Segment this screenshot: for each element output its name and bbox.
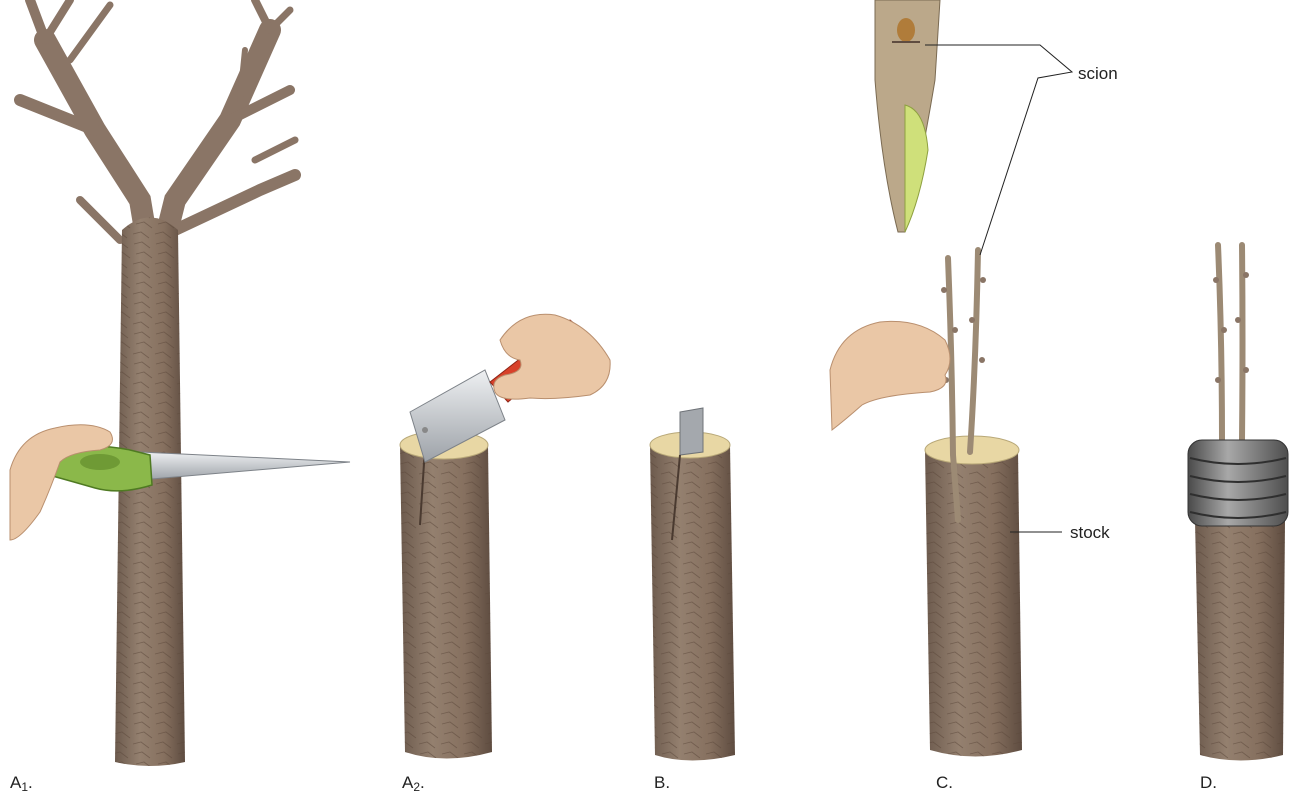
step-label-a1: A1. <box>10 773 33 794</box>
stock-callout-label: stock <box>1070 523 1110 543</box>
scion-detail <box>875 0 940 232</box>
step-a1-illustration <box>10 0 350 766</box>
step-a2-illustration <box>400 314 610 758</box>
wedge <box>680 408 703 455</box>
scion-callout-label: scion <box>1078 64 1118 84</box>
hand-saw <box>35 446 350 491</box>
step-d-letter: D <box>1200 773 1212 792</box>
grafting-wrap <box>1188 440 1288 526</box>
step-d-illustration <box>1188 245 1288 761</box>
step-b-illustration <box>650 408 735 761</box>
step-a1-suffix: . <box>28 773 33 792</box>
step-label-a2: A2. <box>402 773 425 794</box>
scion-twig-d-left <box>1218 245 1222 440</box>
hand-a2 <box>494 314 610 399</box>
step-label-b: B. <box>654 773 670 793</box>
scion-callout-line <box>925 45 1072 255</box>
step-c-illustration <box>830 0 1072 757</box>
step-a2-letter: A <box>402 773 413 792</box>
step-label-c: C. <box>936 773 953 793</box>
scion-twig-d-right <box>1242 245 1243 440</box>
step-c-suffix: . <box>948 773 953 792</box>
saw-blade <box>140 452 350 480</box>
hand-c <box>830 321 950 430</box>
scion-twig-right <box>970 250 978 452</box>
step-d-suffix: . <box>1212 773 1217 792</box>
step-b-letter: B <box>654 773 665 792</box>
step-b-suffix: . <box>665 773 670 792</box>
step-label-d: D. <box>1200 773 1217 793</box>
step-a1-letter: A <box>10 773 21 792</box>
step-c-letter: C <box>936 773 948 792</box>
step-a2-suffix: . <box>420 773 425 792</box>
